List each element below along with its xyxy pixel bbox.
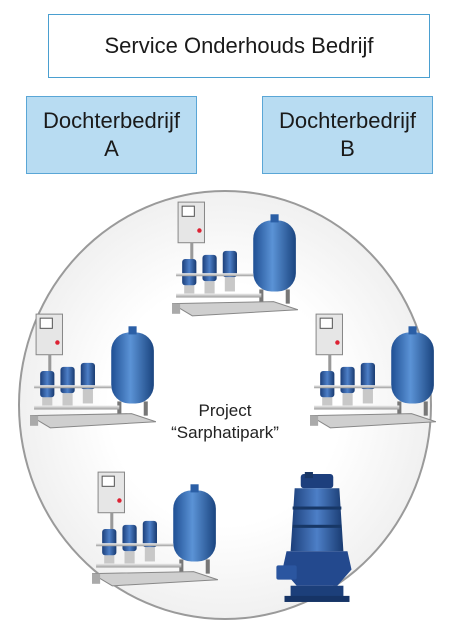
booster-pump-set-icon [30,313,157,429]
subsidiary-a-box: Dochterbedrijf A [26,96,197,174]
project-label-line2: “Sarphatipark” [171,423,279,442]
subsidiary-a-label: Dochterbedrijf [43,108,180,133]
booster-pump-set-icon [172,201,299,317]
project-label-line1: Project [198,401,252,420]
subsidiary-b-box: Dochterbedrijf B [262,96,433,174]
subsidiary-a-letter: A [104,136,119,161]
booster-pump-set-icon [92,471,219,587]
service-company-box: Service Onderhouds Bedrijf [48,14,430,78]
booster-pump-set-icon [310,313,437,429]
subsidiary-b-label: Dochterbedrijf [279,108,416,133]
project-label: Project “Sarphatipark” [150,400,300,444]
submersible-pump-icon [276,472,352,602]
subsidiary-b-letter: B [340,136,355,161]
service-company-title: Service Onderhouds Bedrijf [104,33,374,58]
